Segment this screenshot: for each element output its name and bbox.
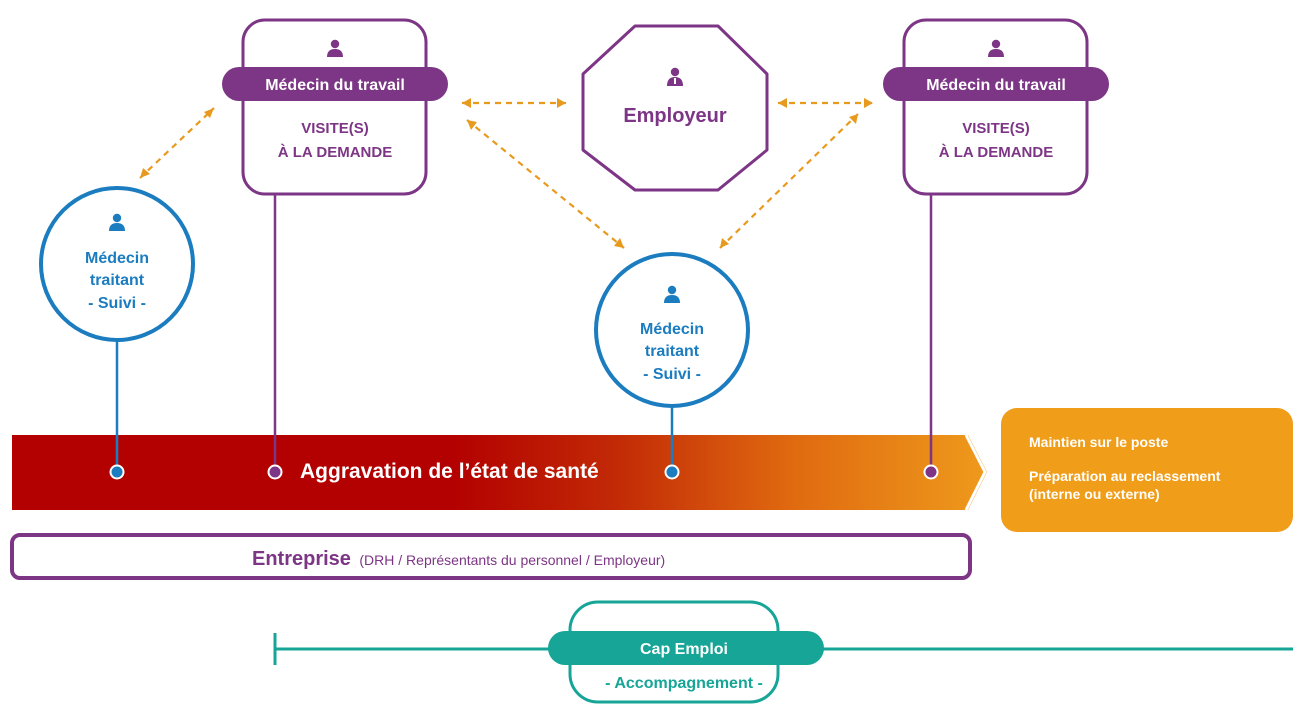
medecin-traitant-center-line2: traitant	[645, 343, 700, 360]
outcome-scope-label: (interne ou externe)	[1029, 486, 1160, 502]
medecin-traitant-left-line2: traitant	[90, 272, 145, 289]
medecin-travail-right-visit-line2: À LA DEMANDE	[939, 144, 1053, 161]
health-bar-label: Aggravation de l’état de santé	[300, 460, 599, 483]
timeline-dot-medecin-traitant-center	[664, 464, 680, 480]
medecin-travail-left-card: Médecin du travail VISITE(S) À LA DEMAND…	[222, 18, 448, 196]
svg-text:Entreprise (DRH / Représ: Entreprise (DRH / Représentants du perso…	[252, 548, 665, 570]
entreprise-bar: Entreprise (DRH / Représentants du perso…	[10, 533, 972, 580]
medecin-traitant-center-line3: - Suivi -	[643, 366, 701, 383]
medecin-travail-left-title: Médecin du travail	[265, 77, 405, 94]
medecin-travail-right-card: Médecin du travail VISITE(S) À LA DEMAND…	[883, 18, 1109, 196]
arrow-heads	[140, 98, 873, 248]
connector-stems	[109, 194, 939, 480]
medecin-traitant-center-line1: Médecin	[640, 321, 704, 338]
outcome-maintain-label: Maintien sur le poste	[1029, 434, 1168, 450]
employeur-node: Employeur	[581, 24, 769, 192]
timeline-dot-medecin-traitant-left	[109, 464, 125, 480]
medecin-traitant-left-line1: Médecin	[85, 250, 149, 267]
medecin-travail-left-visit-line2: À LA DEMANDE	[278, 144, 392, 161]
entreprise-detail: (DRH / Représentants du personnel / Empl…	[359, 552, 665, 568]
cap-emploi-subtitle: - Accompagnement -	[605, 675, 763, 692]
medecin-traitant-left-line3: - Suivi -	[88, 295, 146, 312]
medecin-travail-right-visit-line1: VISITE(S)	[962, 120, 1030, 137]
cap-emploi-title: Cap Emploi	[640, 641, 728, 658]
timeline-dot-medecin-travail-left	[267, 464, 283, 480]
timeline-dot-medecin-travail-right	[923, 464, 939, 480]
employeur-label: Employeur	[623, 105, 727, 127]
medecin-travail-right-title: Médecin du travail	[926, 77, 1066, 94]
entreprise-title: Entreprise	[252, 548, 351, 570]
outcome-reclassification-label: Préparation au reclassement	[1029, 468, 1221, 484]
health-deterioration-bar: Aggravation de l’état de santé	[12, 434, 987, 511]
relation-arrows	[139, 101, 873, 249]
arrow-travail-left-to-traitant-center	[466, 119, 625, 249]
medecin-traitant-left-node: Médecin traitant - Suivi -	[39, 186, 195, 342]
arrow-traitant-left-to-travail-left	[139, 107, 215, 179]
medecin-travail-left-visit-line1: VISITE(S)	[301, 120, 369, 137]
medecin-traitant-center-node: Médecin traitant - Suivi -	[594, 252, 750, 408]
manager-icon	[667, 67, 683, 86]
outcome-box: Maintien sur le poste Préparation au rec…	[1001, 408, 1293, 532]
cap-emploi-timeline: Cap Emploi - Accompagnement -	[273, 600, 1293, 704]
